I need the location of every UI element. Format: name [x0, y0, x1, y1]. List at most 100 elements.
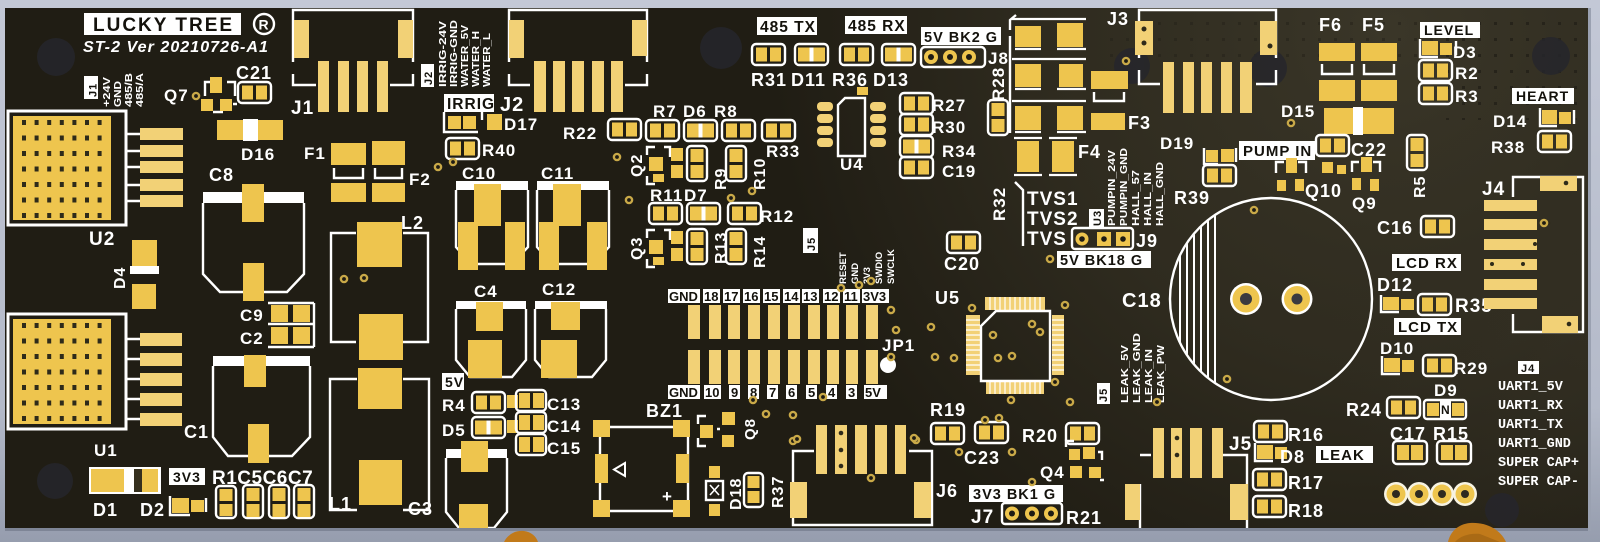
svg-text:D3: D3 [1453, 43, 1477, 62]
svg-text:IRRIG: IRRIG [447, 96, 495, 113]
svg-text:PUMPIN_GND: PUMPIN_GND [1118, 148, 1130, 226]
svg-text:PUMPIN_24V: PUMPIN_24V [1106, 150, 1118, 226]
svg-text:485/B: 485/B [123, 73, 135, 107]
svg-text:U5: U5 [935, 288, 960, 308]
svg-text:F6: F6 [1319, 15, 1342, 35]
svg-text:UART1_5V: UART1_5V [1498, 380, 1564, 395]
svg-text:10: 10 [705, 385, 719, 400]
svg-text:D7: D7 [684, 186, 708, 205]
svg-text:R2: R2 [1455, 64, 1479, 83]
svg-text:C22: C22 [1351, 140, 1387, 160]
svg-text:UART1_GND: UART1_GND [1498, 437, 1571, 452]
svg-text:C15: C15 [547, 439, 581, 458]
svg-text:D12: D12 [1377, 275, 1413, 295]
svg-text:13: 13 [803, 289, 817, 304]
svg-text:LEAK: LEAK [1320, 447, 1365, 464]
svg-text:18: 18 [704, 289, 718, 304]
svg-text:3V3: 3V3 [173, 469, 201, 485]
svg-text:R18: R18 [1288, 501, 1324, 521]
svg-text:LEAK_5V: LEAK_5V [1119, 345, 1131, 403]
svg-text:R: R [258, 17, 269, 33]
svg-text:U2: U2 [89, 229, 115, 250]
svg-text:D8: D8 [1280, 447, 1305, 467]
svg-text:J3: J3 [1107, 9, 1129, 29]
svg-text:C19: C19 [942, 162, 976, 181]
svg-text:ST-2 Ver 20210726-A1: ST-2 Ver 20210726-A1 [83, 39, 269, 56]
svg-text:F4: F4 [1078, 142, 1101, 162]
svg-text:HEART: HEART [1516, 88, 1569, 104]
svg-text:UART1_TX: UART1_TX [1498, 418, 1564, 433]
svg-text:D6: D6 [683, 102, 707, 121]
svg-text:HALL_GND: HALL_GND [1154, 162, 1166, 226]
svg-text:GND: GND [669, 289, 698, 304]
svg-text:LEAK_GND: LEAK_GND [1131, 333, 1143, 403]
svg-text:R33: R33 [766, 142, 800, 161]
svg-text:J5: J5 [806, 237, 818, 251]
svg-text:J1: J1 [291, 98, 314, 119]
svg-text:LUCKY TREE: LUCKY TREE [93, 15, 234, 36]
svg-text:C18: C18 [1122, 290, 1162, 312]
svg-text:Q7: Q7 [164, 86, 189, 105]
svg-text:HALL_IN: HALL_IN [1142, 172, 1154, 226]
svg-text:TVS: TVS [1027, 229, 1067, 250]
svg-text:J4: J4 [1521, 363, 1535, 375]
svg-text:R9: R9 [713, 168, 730, 190]
svg-text:R1C5C6C7: R1C5C6C7 [212, 468, 313, 489]
svg-text:R4: R4 [442, 396, 466, 415]
svg-text:UART1_RX: UART1_RX [1498, 399, 1564, 414]
svg-text:R12: R12 [760, 207, 794, 226]
svg-text:5: 5 [808, 385, 815, 400]
svg-text:SUPER CAP-: SUPER CAP- [1498, 475, 1579, 490]
svg-text:D2: D2 [140, 500, 165, 520]
svg-text:TVS2: TVS2 [1027, 209, 1079, 230]
svg-text:LCD TX: LCD TX [1398, 319, 1458, 336]
svg-text:485/A: 485/A [134, 73, 146, 107]
svg-text:D19: D19 [1160, 134, 1194, 153]
svg-text:GND: GND [112, 81, 124, 107]
svg-text:16: 16 [744, 289, 758, 304]
svg-text:F5: F5 [1362, 15, 1385, 35]
svg-text:D17: D17 [504, 115, 538, 134]
svg-text:D13: D13 [873, 70, 909, 90]
svg-text:F3: F3 [1128, 113, 1151, 133]
svg-text:J8: J8 [988, 49, 1009, 68]
svg-text:C8: C8 [209, 165, 234, 185]
svg-text:C13: C13 [547, 395, 581, 414]
svg-text:3V3: 3V3 [862, 267, 873, 284]
svg-text:485 RX: 485 RX [848, 18, 906, 35]
svg-text:C12: C12 [542, 280, 576, 299]
svg-text:SUPER CAP+: SUPER CAP+ [1498, 456, 1579, 471]
svg-text:C1: C1 [184, 422, 209, 442]
svg-text:J2: J2 [423, 71, 435, 85]
svg-text:LCD RX: LCD RX [1396, 255, 1458, 272]
svg-text:J5: J5 [1229, 434, 1252, 455]
svg-text:R24: R24 [1346, 400, 1382, 420]
svg-text:R13: R13 [713, 232, 730, 264]
svg-text:R14: R14 [752, 236, 769, 268]
svg-text:R29: R29 [1454, 359, 1488, 378]
svg-text:C21: C21 [236, 63, 272, 83]
svg-text:J9: J9 [1136, 231, 1158, 251]
svg-text:D10: D10 [1380, 339, 1414, 358]
svg-text:LEAK_IN: LEAK_IN [1143, 349, 1155, 403]
svg-text:C4: C4 [474, 282, 498, 301]
svg-text:D4: D4 [112, 267, 129, 289]
svg-text:Q8: Q8 [742, 418, 759, 440]
svg-text:D15: D15 [1281, 102, 1315, 121]
svg-text:SWDIO: SWDIO [874, 252, 885, 284]
svg-text:C17: C17 [1390, 424, 1426, 444]
svg-text:R31: R31 [751, 70, 787, 90]
svg-text:IRRIG-GND: IRRIG-GND [448, 20, 460, 87]
svg-text:RESET: RESET [838, 252, 849, 284]
svg-text:HALL_57: HALL_57 [1130, 170, 1142, 226]
svg-text:WATER_5V: WATER_5V [459, 25, 471, 87]
svg-text:Q10: Q10 [1305, 181, 1342, 201]
svg-text:PUMP IN: PUMP IN [1243, 143, 1312, 160]
svg-text:4: 4 [828, 385, 836, 400]
svg-text:12: 12 [824, 289, 838, 304]
svg-text:D9: D9 [1434, 381, 1458, 400]
svg-text:WATER_H: WATER_H [470, 31, 482, 87]
svg-text:C23: C23 [964, 448, 1000, 468]
svg-text:R38: R38 [1491, 138, 1525, 157]
svg-text:+24V: +24V [101, 77, 113, 107]
